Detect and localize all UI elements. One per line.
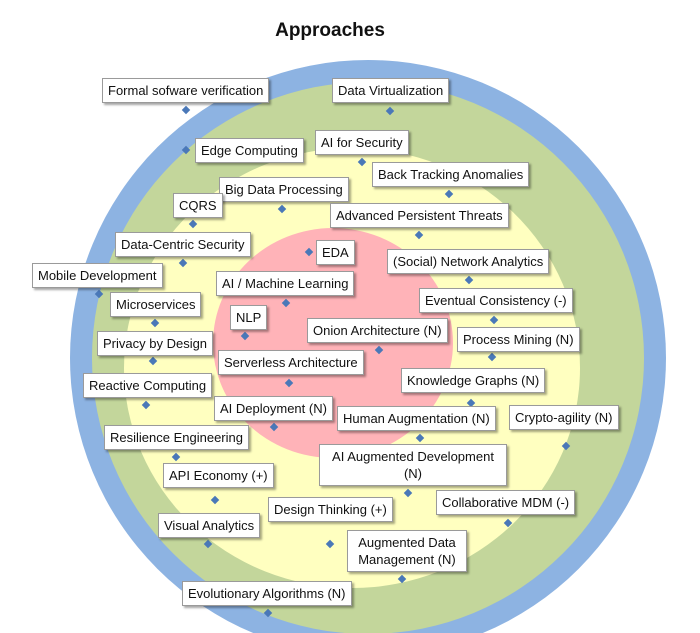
item-label: Big Data Processing [219,177,349,202]
item-label: Collaborative MDM (-) [436,490,576,515]
item-label: CQRS [173,193,223,218]
item-label: Augmented Data Management (N) [347,530,467,572]
item-label: Privacy by Design [97,331,214,356]
item-label: Process Mining (N) [457,327,580,352]
item-label: Crypto-agility (N) [509,405,619,430]
item-label: API Economy (+) [163,463,274,488]
item-label: Advanced Persistent Threats [330,203,509,228]
item-label: EDA [316,240,355,265]
item-label: Serverless Architecture [218,350,364,375]
item-label: AI Augmented Development (N) [319,444,507,486]
item-marker [181,105,191,115]
item-label: Formal sofware verification [102,78,270,103]
item-label: Resilience Engineering [104,425,249,450]
item-label: Reactive Computing [83,373,213,398]
item-label: AI for Security [315,130,409,155]
item-label: Microservices [110,292,202,317]
item-label: Eventual Consistency (-) [419,288,573,313]
item-label: Knowledge Graphs (N) [401,368,546,393]
item-label: (Social) Network Analytics [387,249,550,274]
diagram-title: Approaches [275,20,385,41]
item-label: Design Thinking (+) [268,497,393,522]
item-label: Data-Centric Security [115,232,251,257]
item-label: Onion Architecture (N) [307,318,448,343]
item-label: Data Virtualization [332,78,450,103]
item-label: Edge Computing [195,138,304,163]
item-label: Human Augmentation (N) [337,406,496,431]
item-label: AI Deployment (N) [214,396,333,421]
item-label: Mobile Development [32,263,163,288]
item-label: Visual Analytics [158,513,261,538]
item-label: NLP [230,305,268,330]
item-label: Evolutionary Algorithms (N) [182,581,352,606]
item-label: AI / Machine Learning [216,271,355,296]
item-label: Back Tracking Anomalies [372,162,530,187]
